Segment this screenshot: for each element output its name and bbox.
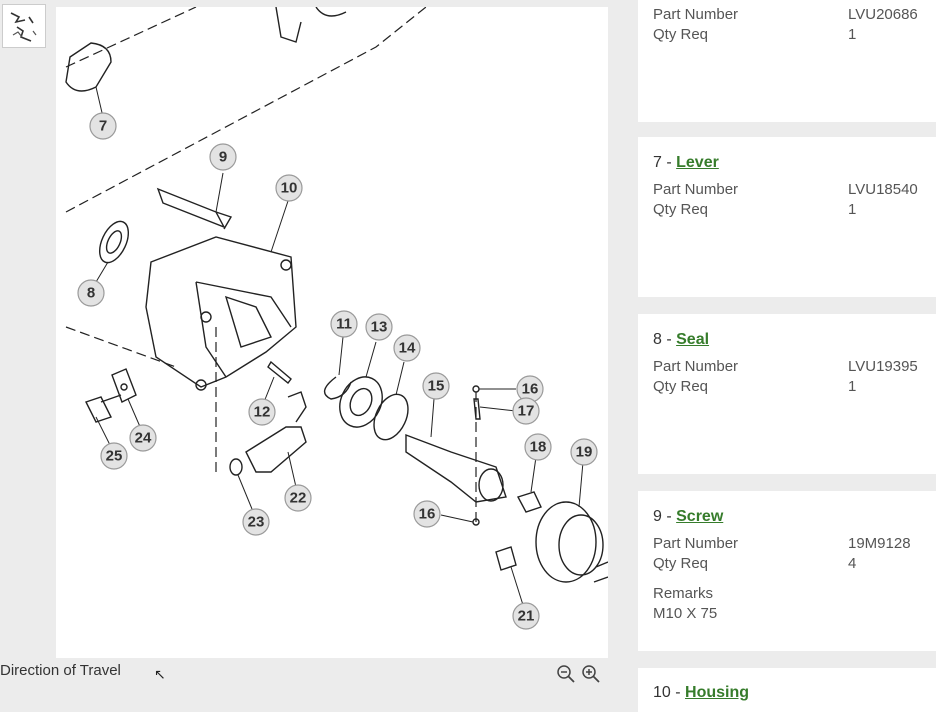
diagram-toolbar xyxy=(0,658,620,712)
qty-value: 4 xyxy=(848,555,857,572)
qty-label: Qty Req xyxy=(653,555,709,572)
part-card: 7 - Lever Part Number LVU18540 Qty Req 1 xyxy=(638,137,936,297)
callout-16[interactable]: 16 xyxy=(516,375,544,403)
part-number-row: Part Number LVU20686 xyxy=(653,5,936,25)
part-number-value: 19M9128 xyxy=(848,535,911,552)
part-title: 8 - Seal xyxy=(653,329,936,351)
part-number-row: Part Number LVU19395 xyxy=(653,357,936,377)
svg-text:25: 25 xyxy=(106,448,123,465)
diagram-thumbnail[interactable] xyxy=(2,4,46,48)
callout-21[interactable]: 21 xyxy=(512,602,540,630)
svg-text:11: 11 xyxy=(336,316,352,333)
arrow-direction-icon: ↖ xyxy=(154,666,166,682)
part-name-link[interactable]: Seal xyxy=(676,331,710,348)
svg-text:17: 17 xyxy=(518,403,535,420)
svg-text:7: 7 xyxy=(99,118,107,135)
qty-value: 1 xyxy=(848,26,857,43)
qty-label: Qty Req xyxy=(653,201,709,218)
svg-text:23: 23 xyxy=(248,514,265,531)
svg-text:16: 16 xyxy=(419,506,436,523)
qty-value: 1 xyxy=(848,201,857,218)
part-name-link[interactable]: Lever xyxy=(676,154,719,171)
svg-text:13: 13 xyxy=(371,319,388,336)
part-number-label: Part Number xyxy=(653,358,739,375)
callout-11[interactable]: 11 xyxy=(330,310,358,338)
part-number-value: LVU18540 xyxy=(848,181,918,198)
qty-label: Qty Req xyxy=(653,378,709,395)
callout-10[interactable]: 10 xyxy=(275,174,303,202)
callout-9[interactable]: 9 xyxy=(209,143,237,171)
part-ref: 9 - xyxy=(653,508,677,525)
parts-list: Part Number LVU20686 Qty Req 1 7 - Lever… xyxy=(638,0,936,712)
qty-label: Qty Req xyxy=(653,26,709,43)
callout-23[interactable]: 23 xyxy=(242,508,270,536)
svg-text:16: 16 xyxy=(522,381,539,398)
part-number-label: Part Number xyxy=(653,535,739,552)
qty-row: Qty Req 1 xyxy=(653,200,936,220)
remarks-label: Remarks xyxy=(653,585,714,602)
part-name-link[interactable]: Screw xyxy=(676,508,724,525)
part-number-label: Part Number xyxy=(653,181,739,198)
callout-15[interactable]: 15 xyxy=(422,372,450,400)
zoom-in-button[interactable] xyxy=(581,664,601,684)
exploded-diagram[interactable]: 7 8 9 10 11 12 13 14 15 16 17 16 18 19 21 22 23 24 25 xyxy=(56,7,608,658)
part-card: 10 - Housing xyxy=(638,668,936,712)
part-number-value: LVU20686 xyxy=(848,6,918,23)
part-card: 9 - Screw Part Number 19M9128 Qty Req 4 … xyxy=(638,491,936,651)
svg-text:22: 22 xyxy=(290,490,307,507)
thumbnail-strip xyxy=(0,0,56,658)
remarks-value: M10 X 75 xyxy=(653,605,718,622)
qty-row: Qty Req 1 xyxy=(653,25,936,45)
callout-22[interactable]: 22 xyxy=(284,484,312,512)
svg-text:9: 9 xyxy=(219,149,227,166)
callout-19[interactable]: 19 xyxy=(570,438,598,466)
part-ref: 7 - xyxy=(653,154,677,171)
callout-12[interactable]: 12 xyxy=(248,398,276,426)
part-card: 8 - Seal Part Number LVU19395 Qty Req 1 xyxy=(638,314,936,474)
callout-18[interactable]: 18 xyxy=(524,433,552,461)
part-number-label: Part Number xyxy=(653,6,739,23)
part-name-link[interactable]: Housing xyxy=(685,684,750,701)
svg-text:8: 8 xyxy=(87,285,95,302)
zoom-in-icon xyxy=(582,665,600,683)
callout-14[interactable]: 14 xyxy=(393,334,421,362)
direction-of-travel-label: Direction of Travel xyxy=(0,662,121,679)
svg-text:18: 18 xyxy=(530,439,547,456)
part-ref: 10 - xyxy=(653,684,686,701)
callout-16[interactable]: 16 xyxy=(413,500,441,528)
svg-text:12: 12 xyxy=(254,404,271,421)
part-card: Part Number LVU20686 Qty Req 1 xyxy=(638,0,936,122)
callout-7[interactable]: 7 xyxy=(89,112,117,140)
zoom-out-button[interactable] xyxy=(556,664,576,684)
callout-25[interactable]: 25 xyxy=(100,442,128,470)
part-ref: 8 - xyxy=(653,331,677,348)
svg-text:24: 24 xyxy=(135,430,152,447)
qty-row: Qty Req 1 xyxy=(653,377,936,397)
svg-text:10: 10 xyxy=(281,180,298,197)
svg-text:21: 21 xyxy=(518,608,535,625)
part-number-row: Part Number 19M9128 xyxy=(653,534,936,554)
callout-13[interactable]: 13 xyxy=(365,313,393,341)
zoom-out-icon xyxy=(557,665,575,683)
part-number-row: Part Number LVU18540 xyxy=(653,180,936,200)
callout-17[interactable]: 17 xyxy=(512,397,540,425)
svg-text:19: 19 xyxy=(576,444,593,461)
part-title: 9 - Screw xyxy=(653,506,936,528)
part-title: 10 - Housing xyxy=(653,682,936,704)
part-title: 7 - Lever xyxy=(653,152,936,174)
callout-24[interactable]: 24 xyxy=(129,424,157,452)
svg-text:14: 14 xyxy=(399,340,416,357)
svg-text:15: 15 xyxy=(428,378,445,395)
qty-row: Qty Req 4 xyxy=(653,554,936,574)
callout-8[interactable]: 8 xyxy=(77,279,105,307)
qty-value: 1 xyxy=(848,378,857,395)
part-number-value: LVU19395 xyxy=(848,358,918,375)
